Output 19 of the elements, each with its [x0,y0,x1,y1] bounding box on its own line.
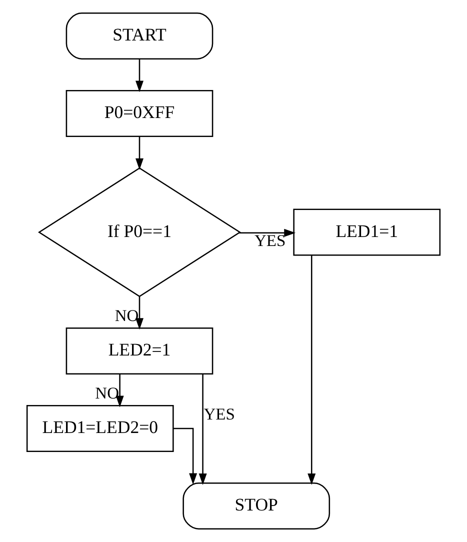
edge-label: YES [204,404,235,424]
arrow [198,374,207,485]
arrow [116,374,124,408]
node-box: LED1=1 [293,208,441,256]
node-box: STOP [182,482,330,530]
edge-label: NO [114,306,139,325]
arrow [238,228,296,237]
arrow [173,428,198,485]
node-diamond: If P0==1 [38,167,242,298]
arrow [308,255,316,485]
edge-label: NO [95,384,120,403]
node-box: LED1=LED2=0 [26,405,174,452]
arrow [136,59,144,92]
node-box: P0=0XFF [66,90,214,137]
node-box: START [66,12,214,60]
edge-label: YES [254,231,286,250]
node-box: LED2=1 [66,328,214,375]
arrow [136,136,144,170]
arrow [136,296,144,330]
